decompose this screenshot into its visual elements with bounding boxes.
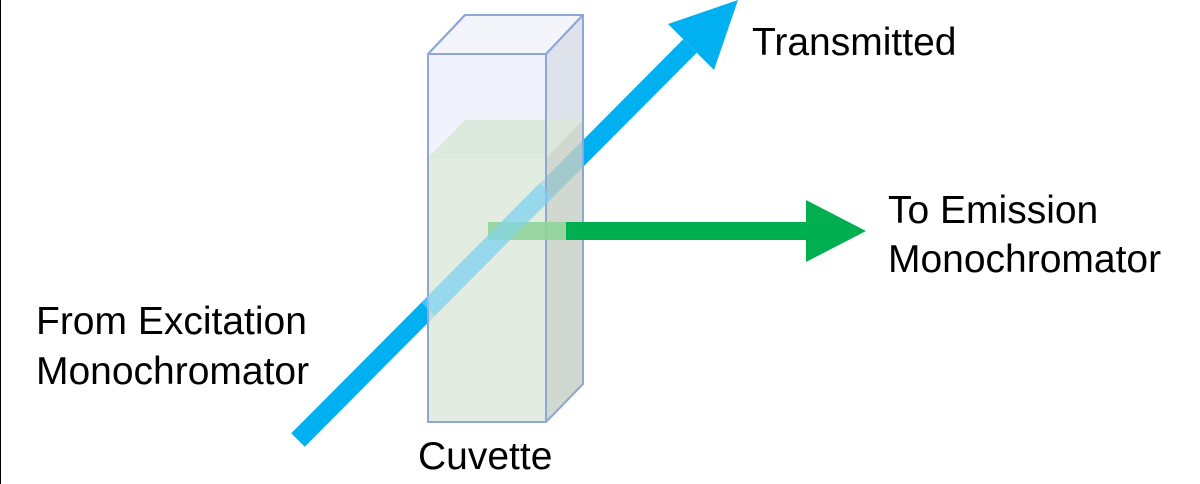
excitation-beam-inside [421, 183, 553, 316]
cuvette-outline [427, 14, 584, 423]
transmitted-arrowhead [668, 0, 738, 70]
solution-side [546, 120, 583, 422]
emission-arrowhead [806, 200, 866, 262]
excitation-label-line2: Monochromator [36, 350, 309, 393]
emission-label-line1: To Emission [888, 189, 1098, 232]
transmitted-label: Transmitted [752, 21, 956, 64]
emission-label-line2: Monochromator [888, 238, 1161, 281]
cuvette-top-side-edge [545, 14, 584, 55]
cuvette-label: Cuvette [418, 435, 552, 478]
emission-beam-shaft [566, 222, 808, 240]
solution-surface [428, 120, 583, 158]
excitation-label-line1: From Excitation [36, 300, 307, 343]
